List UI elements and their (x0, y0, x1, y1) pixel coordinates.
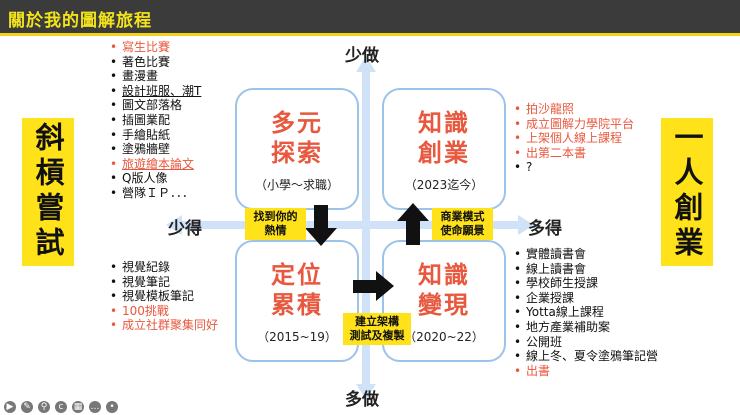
list-item: 設計班服、潮T (110, 84, 201, 99)
list-item: 著色比賽 (110, 55, 201, 70)
quadrant-title: 定位累積 (271, 261, 323, 319)
list-item: 企業授課 (514, 291, 658, 306)
quadrant-bottom-right: 知識變現 （2020~22） (382, 240, 506, 362)
right-arrow-shaft (353, 280, 377, 293)
grid-icon[interactable]: ▦ (72, 401, 84, 413)
tag-business-model: 商業模式使命願景 (432, 208, 493, 240)
tag-find-passion: 找到你的熱情 (245, 208, 306, 240)
list-item: 上架個人線上課程 (514, 131, 634, 146)
right-banner: 一人創業 (661, 118, 713, 266)
list-item: 線上冬、夏令塗鴉筆記營 (514, 349, 658, 364)
axis-arrow-up-icon (356, 56, 376, 72)
list-item: 畫漫畫 (110, 69, 201, 84)
up-arrow-icon (397, 203, 429, 221)
list-item: ? (514, 160, 634, 175)
quadrant-subtitle: （小學～求職） (254, 178, 339, 192)
axis-label-bottom: 多做 (345, 390, 379, 410)
list-item: 塗鴉牆壁 (110, 142, 201, 157)
tag-build-framework: 建立架構測試及複製 (343, 313, 411, 345)
page-title: 關於我的圖解旅程 (8, 11, 152, 31)
quadrant-subtitle: （2020~22） (404, 330, 484, 344)
list-item: 100挑戰 (110, 304, 218, 319)
list-item: 手繪貼紙 (110, 128, 201, 143)
vertical-axis (362, 70, 370, 386)
quadrant-title: 知識創業 (418, 109, 470, 167)
list-item: Yotta線上課程 (514, 305, 658, 320)
left-banner-text: 斜槓嘗試 (31, 122, 65, 262)
axis-label-top: 少做 (345, 46, 379, 66)
list-item: 旅遊繪本論文 (110, 157, 201, 172)
quadrant-top-right: 知識創業 （2023迄今） (382, 88, 506, 210)
list-item: 線上讀書會 (514, 262, 658, 277)
quadrant-subtitle: （2023迄今） (404, 178, 484, 192)
axis-label-left: 少得 (168, 219, 202, 239)
right-banner-text: 一人創業 (670, 122, 704, 262)
list-item: 視覺紀錄 (110, 260, 218, 275)
list-item: Q版人像 (110, 171, 201, 186)
list-bottom-right: 實體讀書會線上讀書會學校師生授課企業授課Yotta線上課程地方產業補助案公開班線… (514, 247, 658, 378)
horizontal-axis (182, 221, 518, 229)
quadrant-title: 知識變現 (418, 261, 470, 319)
more-icon[interactable]: • (106, 401, 118, 413)
axis-arrow-left-icon (166, 215, 182, 235)
down-arrow-icon (305, 228, 337, 246)
list-item: 成立圖解力學院平台 (514, 117, 634, 132)
list-top-right: 拍沙龍照成立圖解力學院平台上架個人線上課程出第二本書? (514, 102, 634, 175)
down-arrow-shaft (314, 205, 328, 229)
quadrant-bottom-left: 定位累積 （2015~19） (235, 240, 359, 362)
chat-icon[interactable]: … (89, 401, 101, 413)
list-item: 地方產業補助案 (514, 320, 658, 335)
list-item: 出書 (514, 364, 658, 379)
quadrant-top-left: 多元探索 （小學～求職） (235, 88, 359, 210)
axis-arrow-down-icon (356, 384, 376, 400)
list-item: 出第二本書 (514, 146, 634, 161)
list-item: 實體讀書會 (514, 247, 658, 262)
cc-icon[interactable]: c (55, 401, 67, 413)
list-item: 學校師生授課 (514, 276, 658, 291)
presentation-toolbar: ▶ ✎ ⚲ c ▦ … • (4, 400, 118, 414)
list-bottom-left: 視覺紀錄視覺筆記視覺模板筆記100挑戰成立社群聚集同好 (110, 260, 218, 333)
quadrant-title: 多元探索 (271, 109, 323, 167)
quadrant-subtitle: （2015~19） (257, 330, 337, 344)
list-item: 成立社群聚集同好 (110, 318, 218, 333)
list-item: 圖文部落格 (110, 98, 201, 113)
search-icon[interactable]: ⚲ (38, 401, 50, 413)
axis-arrow-right-icon (518, 215, 534, 235)
play-icon[interactable]: ▶ (4, 401, 16, 413)
list-item: 視覺筆記 (110, 275, 218, 290)
up-arrow-shaft (406, 221, 420, 245)
list-item: 寫生比賽 (110, 40, 201, 55)
list-item: 營隊ＩＰ．．． (110, 186, 201, 201)
title-bar: 關於我的圖解旅程 (0, 0, 740, 36)
right-arrow-icon (376, 271, 394, 301)
axis-label-right: 多得 (528, 219, 562, 239)
edit-icon[interactable]: ✎ (21, 401, 33, 413)
left-banner: 斜槓嘗試 (22, 118, 74, 266)
list-item: 插圖業配 (110, 113, 201, 128)
list-item: 視覺模板筆記 (110, 289, 218, 304)
list-top-left: 寫生比賽著色比賽畫漫畫設計班服、潮T圖文部落格插圖業配手繪貼紙塗鴉牆壁旅遊繪本論… (110, 40, 201, 201)
list-item: 公開班 (514, 335, 658, 350)
list-item: 拍沙龍照 (514, 102, 634, 117)
